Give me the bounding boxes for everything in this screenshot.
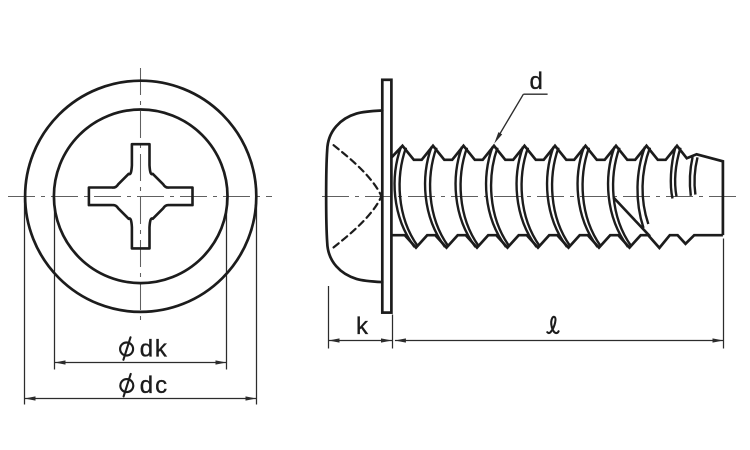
svg-text:c: c bbox=[155, 372, 167, 399]
svg-text:k: k bbox=[155, 336, 168, 363]
svg-text:d: d bbox=[530, 68, 543, 95]
svg-text:k: k bbox=[356, 313, 369, 340]
svg-text:d: d bbox=[140, 336, 153, 363]
svg-text:d: d bbox=[140, 372, 153, 399]
